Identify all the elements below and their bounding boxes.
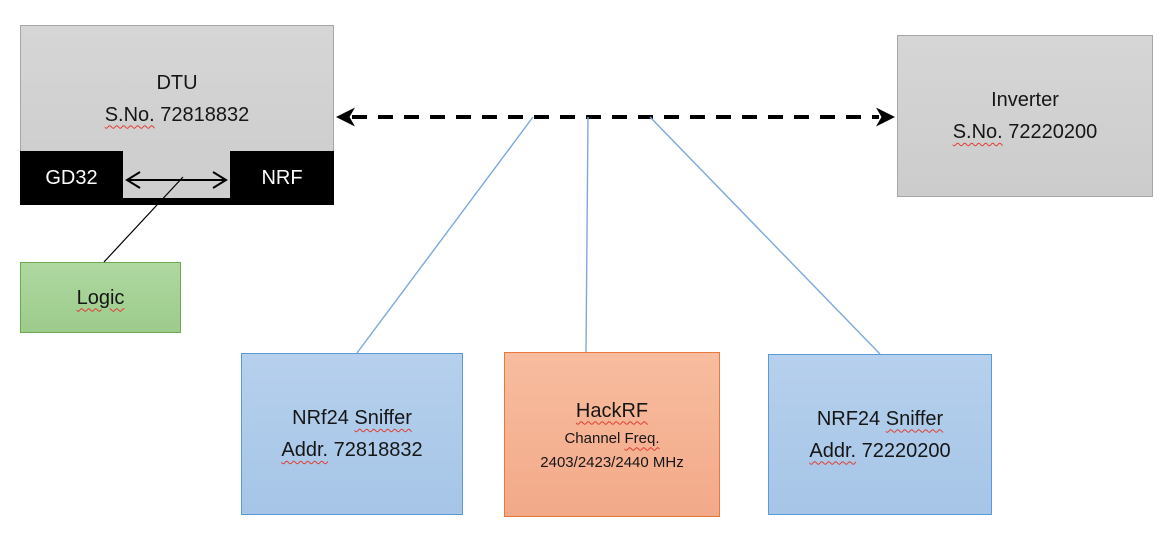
- dtu-chips-bar: GD32 NRF: [20, 151, 334, 205]
- sniffer-right-link: [649, 116, 881, 355]
- dtu-serial-label: S.No.: [104, 103, 155, 126]
- sniffer-left-addr-value: 72818832: [333, 439, 423, 461]
- inverter-serial-label: S.No.: [952, 121, 1003, 143]
- gd32-chip: GD32: [45, 166, 98, 189]
- nrf-chip: NRF: [261, 166, 303, 189]
- sniffer-left-name: NRf24 Sniffer: [292, 402, 412, 434]
- sniffer-right-addr-label: Addr.: [809, 439, 857, 462]
- sniffer-left-name-word: Sniffer: [354, 407, 412, 429]
- hackrf-channels: 2403/2423/2440 MHz: [540, 453, 684, 471]
- sniffer-right-node: NRF24 Sniffer Addr. 72220200: [768, 354, 992, 515]
- logic-label: Logic: [76, 286, 125, 309]
- sniffer-right-addr-value: 72220200: [861, 439, 951, 462]
- hackrf-freq-word: Freq.: [624, 429, 660, 447]
- hackrf-freq-label: Channel Freq.: [564, 427, 659, 451]
- dtu-serial: S.No. 72818832: [105, 99, 250, 131]
- inverter-title: Inverter: [991, 89, 1059, 111]
- sniffer-left-name-prefix: NRf24: [292, 407, 349, 429]
- dtu-title: DTU: [156, 71, 198, 94]
- sniffer-right-addr: Addr. 72220200: [809, 435, 950, 467]
- sniffer-left-link: [356, 116, 534, 354]
- sniffer-left-node: NRf24 Sniffer Addr. 72818832: [241, 353, 463, 515]
- inverter-serial-value: 72220200: [1008, 121, 1098, 143]
- hackrf-link: [585, 116, 589, 353]
- sniffer-right-name-prefix: NRF24: [816, 407, 881, 430]
- chip-gap: [123, 151, 230, 198]
- sniffer-right-name: NRF24 Sniffer: [817, 403, 943, 435]
- sniffer-right-name-word: Sniffer: [885, 407, 944, 430]
- hackrf-freq-prefix: Channel: [564, 429, 621, 447]
- sniffer-left-addr: Addr. 72818832: [281, 434, 422, 466]
- dtu-inverter-link: [336, 107, 895, 127]
- hackrf-title: HackRF: [575, 399, 649, 422]
- inverter-node: Inverter S.No. 72220200: [897, 35, 1153, 197]
- hackrf-node: HackRF Channel Freq. 2403/2423/2440 MHz: [504, 352, 720, 517]
- sniffer-left-addr-label: Addr.: [281, 439, 329, 461]
- dtu-serial-value: 72818832: [160, 103, 250, 126]
- logic-node: Logic: [20, 262, 181, 333]
- inverter-serial: S.No. 72220200: [953, 116, 1098, 148]
